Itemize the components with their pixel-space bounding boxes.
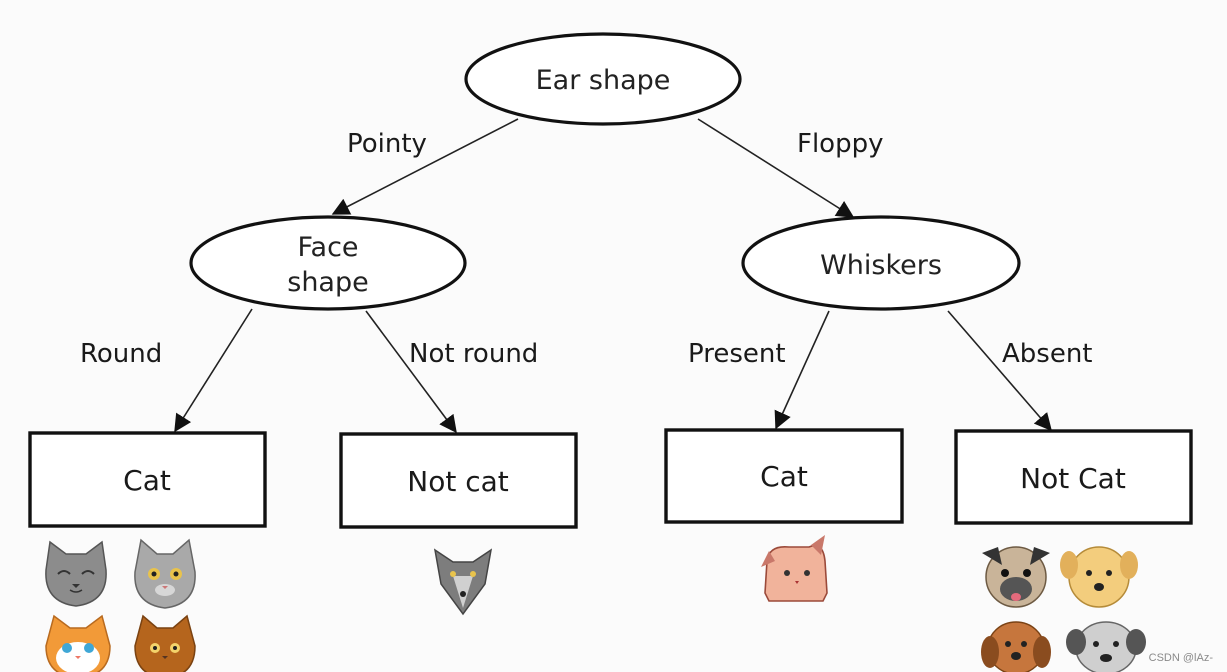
gray-dog-icon bbox=[1066, 621, 1146, 672]
leaf-3: Cat bbox=[664, 428, 904, 524]
edge-whiskers-to-cat bbox=[774, 310, 830, 430]
root-label: Ear shape bbox=[536, 65, 671, 96]
leaf-1-box bbox=[28, 431, 267, 528]
root-node: Ear shape bbox=[464, 32, 742, 126]
watermark-text: CSDN @lAz- bbox=[1148, 652, 1213, 664]
face-shape-node: Face shape bbox=[189, 215, 467, 311]
root-ellipse bbox=[464, 32, 742, 126]
edge-label-pointy: Pointy bbox=[347, 129, 427, 159]
whiskers-ellipse bbox=[741, 215, 1021, 311]
face-shape-label-line-2: shape bbox=[287, 267, 368, 298]
leaf-4-box bbox=[954, 429, 1193, 525]
edge-label-absent: Absent bbox=[1002, 339, 1093, 369]
edge-label-not-round: Not round bbox=[409, 339, 538, 369]
face-shape-ellipse bbox=[189, 215, 467, 311]
brown-dog-icon bbox=[981, 621, 1051, 672]
leaf-2-label: Not cat bbox=[407, 465, 509, 498]
leaf-1-label: Cat bbox=[123, 464, 171, 497]
orange-white-cat-icon bbox=[45, 614, 111, 672]
gray-animal-icon bbox=[433, 548, 493, 616]
edge-whiskers-to-notcat bbox=[947, 310, 1052, 432]
leaf-4: Not Cat bbox=[954, 429, 1193, 525]
edge-face-to-cat bbox=[174, 308, 253, 433]
edge-face-to-notcat bbox=[365, 310, 457, 434]
floppy-ear-cat-icon bbox=[761, 535, 828, 602]
tan-dog-icon bbox=[1060, 546, 1138, 608]
edge-root-to-face bbox=[331, 118, 519, 215]
whiskers-label: Whiskers bbox=[820, 250, 942, 281]
edge-label-round: Round bbox=[80, 339, 162, 369]
leaf-2-box bbox=[339, 432, 578, 529]
pug-dog-icon bbox=[982, 546, 1050, 608]
whiskers-node: Whiskers bbox=[741, 215, 1021, 311]
edge-root-to-whiskers bbox=[697, 118, 855, 218]
face-shape-label-line-1: Face bbox=[297, 232, 358, 263]
leaf-1: Cat bbox=[28, 431, 267, 528]
leaf-3-label: Cat bbox=[760, 460, 808, 493]
leaf-2: Not cat bbox=[339, 432, 578, 529]
edge-label-present: Present bbox=[688, 339, 786, 369]
gray-cat-icon bbox=[45, 540, 107, 607]
gray-cat-icon bbox=[134, 538, 196, 609]
tree-edges bbox=[174, 118, 1052, 434]
edge-label-floppy: Floppy bbox=[797, 129, 883, 159]
brown-cat-icon bbox=[134, 614, 196, 672]
leaf-3-box bbox=[664, 428, 904, 524]
leaf-4-label: Not Cat bbox=[1020, 462, 1126, 495]
